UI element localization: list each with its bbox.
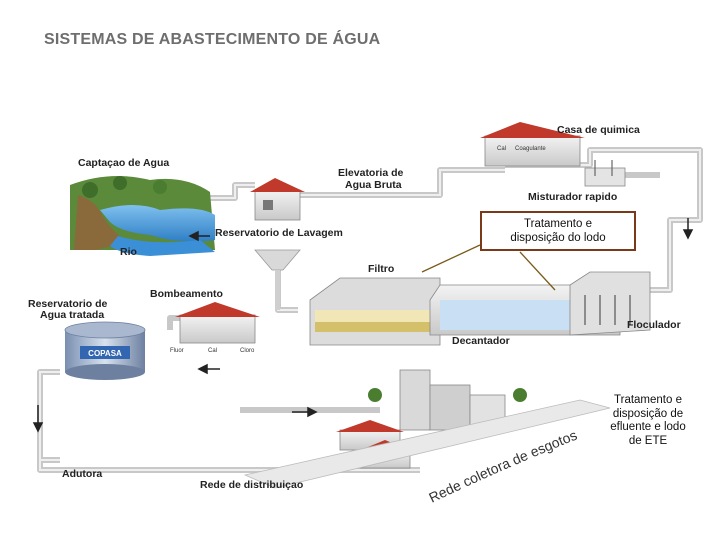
settling-flocculation-tanks — [429, 271, 651, 336]
label-misturador: Misturador rapido — [528, 191, 617, 203]
water-intake-scene — [70, 176, 215, 256]
label-floculador: Floculador — [627, 319, 681, 331]
label-elevatoria: Elevatoria de — [338, 167, 404, 179]
copasa-logo-text: COPASA — [88, 349, 122, 358]
annotation-sludge-line-2: disposição do lodo — [510, 232, 606, 244]
label-decantador: Decantador — [452, 335, 510, 347]
slide-title: SISTEMAS DE ABASTECIMENTO DE ÁGUA — [44, 31, 381, 48]
annotation-ete-line-2: disposição de — [612, 407, 684, 420]
label-reservatorio-tratada-2: Agua tratada — [40, 309, 104, 321]
flow-arrows — [32, 218, 694, 433]
label-coagulante: Coagulante — [515, 146, 546, 152]
label-cal-2: Cal — [208, 348, 217, 354]
filter-unit — [309, 277, 441, 346]
label-rio: Rio — [120, 246, 137, 258]
city-buildings — [243, 369, 611, 489]
label-adutora: Adutora — [62, 468, 102, 480]
pump-house-raw-water — [250, 178, 305, 221]
chemical-house: Cal Coagulante — [480, 122, 585, 167]
label-rede-distribuicao: Rede de distribuiçao — [200, 479, 303, 491]
treated-water-reservoir: COPASA — [64, 321, 146, 380]
label-casa-quimica: Casa de quimica — [557, 124, 640, 136]
label-cloro: Cloro — [240, 348, 255, 354]
label-elevatoria-2: Agua Bruta — [345, 179, 402, 191]
annotation-connectors — [421, 244, 556, 291]
annotation-ete-line-3: efluente e lodo — [610, 421, 686, 433]
pumping-house: Fluor Cal Cloro — [170, 302, 260, 354]
label-reservatorio-lavagem: Reservatorio de Lavagem — [215, 227, 343, 239]
label-cal: Cal — [497, 146, 506, 152]
annotation-sludge-treatment: Tratamento e disposição do lodo — [480, 211, 636, 251]
annotation-ete-line-4: de ETE — [628, 434, 668, 447]
rapid-mixer — [584, 160, 626, 187]
label-captacao: Captaçao de Agua — [78, 157, 169, 169]
label-reservatorio-tratada: Reservatorio de — [28, 298, 108, 310]
label-fluor: Fluor — [170, 348, 184, 354]
wash-water-tank — [254, 249, 301, 310]
annotation-ete-treatment: Tratamento e disposição de efluente e lo… — [590, 394, 706, 448]
label-bombeamento: Bombeamento — [150, 288, 223, 300]
annotation-sludge-line-1: Tratamento e — [524, 218, 592, 230]
label-filtro: Filtro — [368, 263, 394, 275]
annotation-ete-line-1: Tratamento e — [614, 394, 682, 406]
